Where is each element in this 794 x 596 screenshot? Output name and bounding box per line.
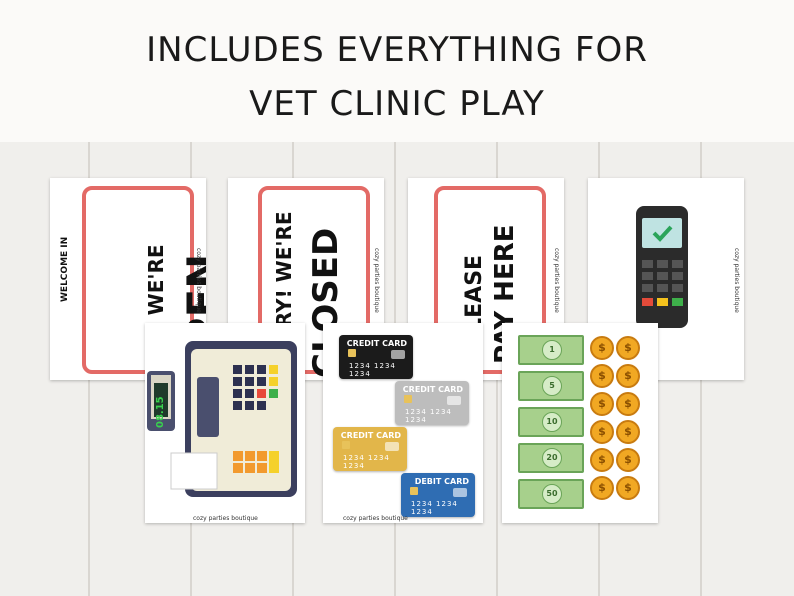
bill-1: 1 <box>518 335 584 365</box>
bill-value: 50 <box>542 484 562 504</box>
card-label: CREDIT CARD <box>346 339 407 348</box>
card-number: 1234 1234 1234 <box>349 362 396 378</box>
card-label: CREDIT CARD <box>402 385 463 394</box>
brand-label: cozy parties boutique <box>343 515 408 522</box>
bill-value: 1 <box>542 340 562 360</box>
chip-icon <box>410 487 418 495</box>
register-display: 08.15 <box>154 396 168 430</box>
coin-icon: $ <box>616 476 640 500</box>
register-display-text: 08.15 <box>155 396 166 428</box>
card-number: 1234 1234 1234 <box>405 408 452 424</box>
headline-line-2: VET CLINIC PLAY <box>249 84 545 124</box>
debit-card-blue: DEBIT CARD 1234 1234 1234 <box>401 473 475 517</box>
bill-10: 10 <box>518 407 584 437</box>
coin-icon: $ <box>590 448 614 472</box>
headline-line-1: INCLUDES EVERYTHING FOR <box>146 30 648 70</box>
card-label: CREDIT CARD <box>340 431 401 440</box>
cash-register-icon <box>147 341 297 497</box>
payment-cards-card: CREDIT CARD 1234 1234 1234 CREDIT CARD 1… <box>323 323 483 523</box>
brand-label: cozy parties boutique <box>195 248 202 313</box>
chip-icon <box>342 441 350 449</box>
coin-icon: $ <box>590 364 614 388</box>
bill-50: 50 <box>518 479 584 509</box>
card-logo-icon <box>391 350 405 359</box>
card-number: 1234 1234 1234 <box>343 454 390 470</box>
card-logo-icon <box>447 396 461 405</box>
coin-icon: $ <box>616 392 640 416</box>
coin-icon: $ <box>616 420 640 444</box>
sign-frame <box>434 186 546 374</box>
play-money-card: 1 5 10 20 50 $ $ $ $ $ $ $ $ $ $ $ $ <box>502 323 658 523</box>
coin-icon: $ <box>616 364 640 388</box>
header-banner: INCLUDES EVERYTHING FOR VET CLINIC PLAY <box>0 0 794 142</box>
coin-icon: $ <box>590 420 614 444</box>
brand-label: cozy parties boutique <box>553 248 560 313</box>
bill-5: 5 <box>518 371 584 401</box>
brand-label: cozy parties boutique <box>193 515 258 522</box>
coin-icon: $ <box>590 392 614 416</box>
credit-card-gold: CREDIT CARD 1234 1234 1234 <box>333 427 407 471</box>
coin-icon: $ <box>590 476 614 500</box>
bill-value: 5 <box>542 376 562 396</box>
card-terminal-icon <box>636 206 688 328</box>
chip-icon <box>348 349 356 357</box>
card-logo-icon <box>385 442 399 451</box>
welcome-arc-text: WELCOME IN <box>60 236 70 302</box>
credit-card-black: CREDIT CARD 1234 1234 1234 <box>339 335 413 379</box>
brand-label: cozy parties boutique <box>733 248 740 313</box>
bill-value: 20 <box>542 448 562 468</box>
card-number: 1234 1234 1234 <box>411 500 458 516</box>
coin-icon: $ <box>616 336 640 360</box>
brand-label: cozy parties boutique <box>373 248 380 313</box>
card-logo-icon <box>453 488 467 497</box>
bill-value: 10 <box>542 412 562 432</box>
card-label: DEBIT CARD <box>414 477 469 486</box>
bill-20: 20 <box>518 443 584 473</box>
cash-register-card: 08.15 cozy parties boutique <box>145 323 305 523</box>
credit-card-silver: CREDIT CARD 1234 1234 1234 <box>395 381 469 425</box>
chip-icon <box>404 395 412 403</box>
coin-icon: $ <box>616 448 640 472</box>
coin-icon: $ <box>590 336 614 360</box>
